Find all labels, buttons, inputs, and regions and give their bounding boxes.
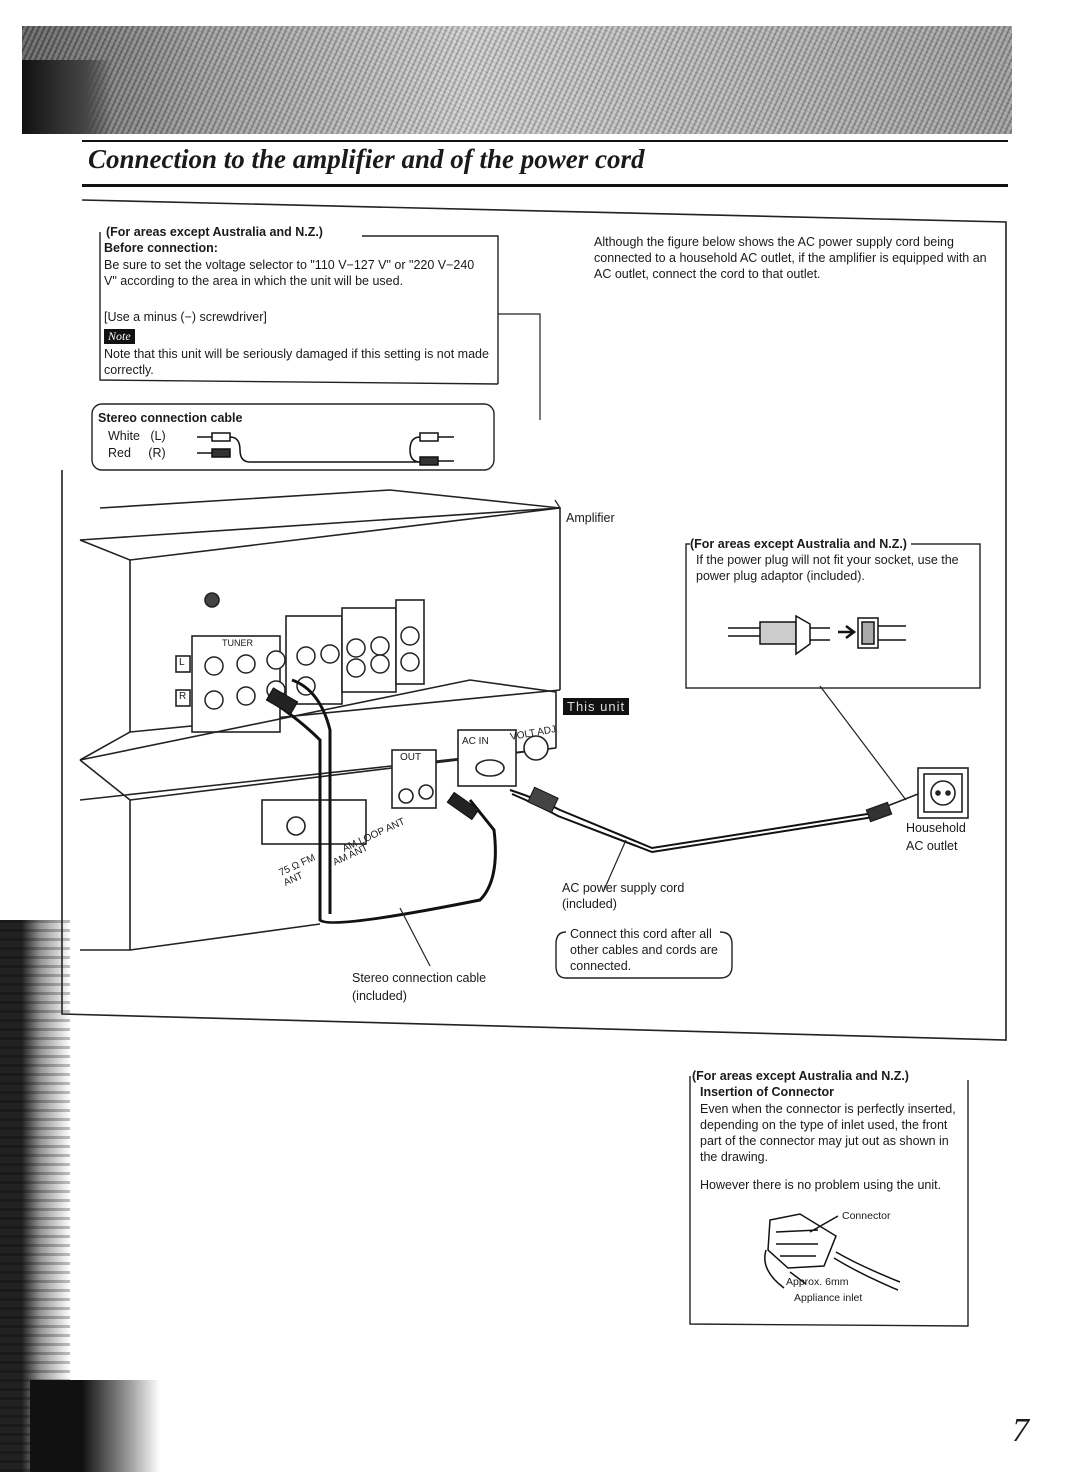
plug-area-tag: (For areas except Australia and N.Z.) bbox=[690, 536, 911, 552]
insertion-box-frame bbox=[689, 1076, 969, 1327]
voltage-heading: Before connection: bbox=[104, 241, 218, 255]
insertion-body: Even when the connector is perfectly ins… bbox=[700, 1102, 956, 1164]
this-unit-drawing bbox=[79, 679, 557, 951]
label-ac-cord-included: (included) bbox=[562, 897, 617, 911]
voltage-tool: [Use a minus (−) screwdriver] bbox=[104, 310, 267, 324]
insertion-heading: Insertion of Connector bbox=[700, 1085, 835, 1099]
scan-corner-artifact bbox=[30, 1380, 160, 1472]
intro-text: Although the figure below shows the AC p… bbox=[594, 235, 987, 281]
label-amplifier: Amplifier bbox=[566, 511, 615, 525]
voltage-area-tag: (For areas except Australia and N.Z.) bbox=[106, 225, 323, 239]
label-out: OUT bbox=[400, 752, 422, 763]
diagram-frame bbox=[61, 199, 1007, 1041]
header-banner-graphic bbox=[22, 26, 1012, 134]
label-stereo-cable-included: (included) bbox=[352, 989, 407, 1003]
cable-box-title: Stereo connection cable bbox=[98, 411, 243, 425]
household-outlet-icon bbox=[865, 767, 969, 823]
note-label: Note bbox=[104, 329, 135, 344]
amplifier-unit-drawing bbox=[79, 489, 561, 761]
rca-jacks bbox=[204, 626, 420, 710]
plug-text: If the power plug will not fit your sock… bbox=[696, 553, 959, 583]
label-ac-outlet: AC outlet bbox=[906, 839, 958, 853]
label-ac-cord: AC power supply cord bbox=[562, 881, 685, 895]
header-banner-shadow bbox=[22, 60, 112, 134]
cable-box-frame bbox=[91, 403, 495, 471]
stereo-cable-run bbox=[265, 678, 497, 924]
label-this-unit: This unit bbox=[563, 698, 630, 715]
title-rule-top bbox=[82, 140, 1008, 142]
insertion-area-tag: (For areas except Australia and N.Z.) bbox=[692, 1068, 913, 1084]
note-text: Note that this unit will be seriously da… bbox=[104, 347, 489, 377]
cable-white-label: White (L) bbox=[108, 429, 166, 443]
label-l: L bbox=[179, 657, 185, 668]
label-approx: Approx. 6mm bbox=[786, 1276, 849, 1288]
page-title: Connection to the amplifier and of the p… bbox=[88, 144, 645, 174]
title-rule-bottom bbox=[82, 184, 1008, 187]
label-household: Household bbox=[906, 821, 966, 835]
label-r: R bbox=[179, 691, 187, 702]
connect-note: Connect this cord after all other cables… bbox=[570, 927, 719, 973]
label-appliance-inlet: Appliance inlet bbox=[794, 1292, 863, 1304]
label-tuner: TUNER bbox=[222, 638, 253, 648]
insertion-body-2: However there is no problem using the un… bbox=[700, 1178, 942, 1192]
label-ac-in: AC IN bbox=[462, 736, 489, 747]
cable-red-label: Red (R) bbox=[108, 446, 166, 460]
voltage-body: Be sure to set the voltage selector to "… bbox=[104, 258, 475, 288]
note-badge: Note bbox=[104, 327, 135, 345]
label-stereo-cable: Stereo connection cable bbox=[352, 971, 487, 985]
stereo-cable-icon bbox=[197, 432, 454, 466]
label-connector: Connector bbox=[842, 1210, 891, 1222]
plug-adaptor-icon bbox=[728, 614, 906, 656]
connector-illustration-icon bbox=[764, 1213, 901, 1291]
ac-power-cord bbox=[509, 786, 881, 854]
page-number: 7 bbox=[1012, 1412, 1029, 1449]
